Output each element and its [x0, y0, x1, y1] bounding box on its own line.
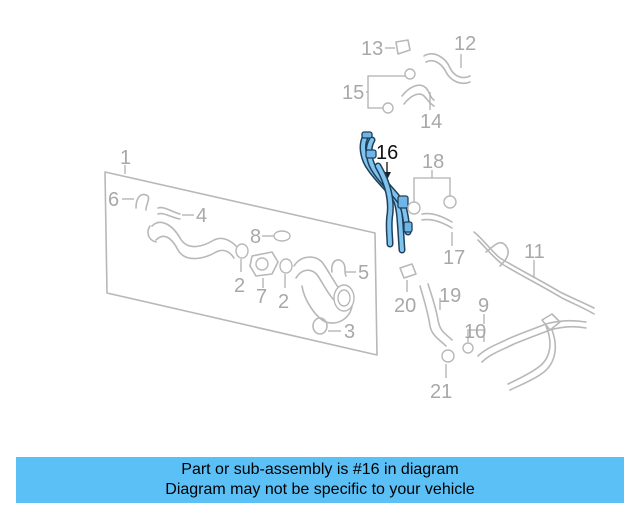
part-label-4: 4 [196, 205, 207, 227]
part-9-pipe [507, 325, 557, 391]
part-label-17: 17 [443, 247, 465, 269]
upper-right-group [366, 39, 471, 114]
part-16-bracket-right [397, 195, 409, 209]
part-label-12: 12 [454, 33, 476, 55]
info-banner: Part or sub-assembly is #16 in diagram D… [16, 457, 624, 503]
part-label-7: 7 [256, 286, 267, 308]
part-11-branch [485, 241, 509, 267]
part-label-8: 8 [250, 226, 261, 248]
banner-line-disclaimer: Diagram may not be specific to your vehi… [165, 481, 475, 498]
right-middle-group [399, 170, 457, 378]
part-2-clamp-right [279, 258, 293, 274]
part-20-clamp [399, 263, 417, 279]
banner-line-part: Part or sub-assembly is #16 in diagram [181, 461, 459, 478]
part-5-clip [330, 259, 347, 277]
part-large-hose-end [147, 225, 157, 243]
leader-10 [467, 329, 485, 342]
part-18-clamp-right [443, 195, 457, 209]
part-15-clamp-top [404, 68, 416, 80]
part-label-19: 19 [439, 285, 461, 307]
part-18-clamp-left [407, 201, 421, 215]
part-19-hose [419, 283, 453, 347]
part-14-hose [401, 84, 435, 107]
part-13-clamp [395, 39, 411, 55]
part-label-18: 18 [422, 151, 444, 173]
part-17-hose [421, 212, 453, 229]
part-label-5: 5 [358, 262, 369, 284]
part-label-6: 6 [108, 189, 119, 211]
part-16-pipe-assembly [359, 131, 413, 254]
part-label-15: 15 [342, 82, 364, 104]
part-label-10: 10 [464, 321, 486, 343]
part-label-16: 16 [376, 142, 398, 164]
assembly-1-group [104, 165, 378, 356]
part-10-pipe [477, 319, 587, 363]
part-label-20: 20 [394, 295, 416, 317]
part-12-hose [423, 53, 471, 85]
part-7-housing [249, 251, 279, 277]
part-8-gasket [273, 230, 291, 242]
assembly-1-panel [104, 171, 378, 356]
part-large-hose [151, 221, 237, 260]
part-16-bracket-mid [365, 149, 377, 159]
part-16-bracket-top [361, 131, 373, 139]
part-label-14: 14 [420, 111, 442, 133]
part-3-oring [312, 317, 328, 335]
part-16-bracket-low [403, 221, 413, 233]
right-lower-group [462, 231, 595, 391]
part-11-pipe [473, 231, 595, 315]
part-6-hose-clip [135, 193, 150, 211]
part-15-clamp-bottom [382, 102, 394, 114]
part-label-2b: 2 [278, 291, 289, 313]
part-label-3: 3 [344, 321, 355, 343]
part-label-2a: 2 [234, 275, 245, 297]
parts-diagram: 1 6 4 8 2 7 2 5 3 13 12 15 14 16 18 17 2… [104, 33, 595, 403]
part-4-hose [157, 206, 181, 220]
part-9-joint [541, 313, 561, 331]
part-label-13: 13 [361, 38, 383, 60]
part-label-1: 1 [120, 147, 131, 169]
part-2-clamp-left [235, 243, 249, 259]
part-21-sensor [441, 349, 455, 363]
part-label-9: 9 [478, 295, 489, 317]
part-label-11: 11 [524, 241, 545, 263]
part-10-clamp [462, 342, 474, 354]
part-label-21: 21 [430, 381, 452, 403]
